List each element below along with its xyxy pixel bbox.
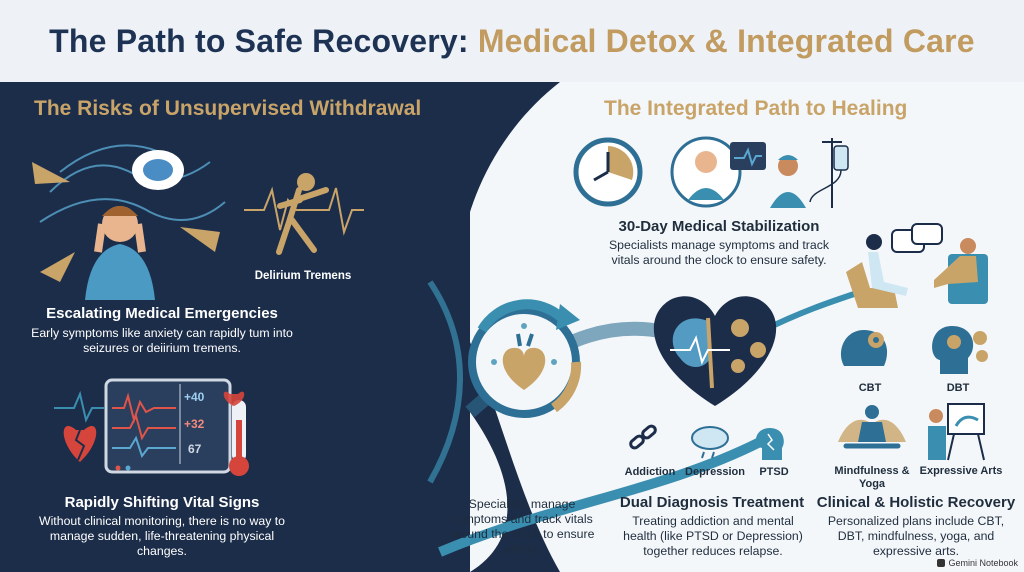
vitals-title: Rapidly Shifting Vital Signs (64, 494, 260, 511)
header-bar: The Path to Safe Recovery: Medical Detox… (0, 0, 1024, 82)
nurse-icon (770, 155, 806, 208)
healing-heading: The Integrated Path to Healing (604, 97, 908, 120)
ptsd-label: PTSD (759, 466, 789, 478)
brain-gear-icon (840, 330, 888, 366)
thermometer-icon (229, 400, 249, 476)
title-main: The Path to Safe Recovery: (49, 22, 469, 59)
cbt-dbt-icons (840, 326, 988, 374)
center-caption: Specialists manage symptoms and track vi… (449, 497, 595, 556)
cbt-label: CBT (858, 382, 882, 394)
meditation-icon (838, 405, 906, 449)
painting-easel-icon (928, 403, 985, 461)
stabilization-title: 30-Day Medical Stabilization (618, 218, 820, 235)
dual-diagnosis-icons (629, 424, 784, 460)
head-gears-icon (932, 326, 988, 374)
risks-panel (0, 82, 470, 572)
therapy-session-illustration (846, 223, 988, 308)
vitals-body: Without clinical monitoring, there is no… (38, 514, 286, 558)
stabilization-body: Specialists manage symptoms and track vi… (608, 238, 830, 267)
iv-drip-icon (809, 138, 849, 208)
brain-cloud-icon (132, 150, 184, 190)
footer-text: Gemini Notebook (948, 558, 1018, 568)
delirium-label: Delirium Tremens (254, 270, 352, 282)
dual-title: Dual Diagnosis Treatment (619, 494, 805, 511)
patient-icon (670, 136, 742, 208)
monitor-value-1: +40 (184, 390, 205, 404)
depression-label: Depression (685, 466, 745, 478)
holistic-title: Clinical & Holistic Recovery (816, 494, 1016, 511)
vitals-screen-icon (730, 142, 766, 170)
emergencies-body: Early symptoms like anxiety can rapidly … (31, 326, 293, 355)
dual-diagnosis-heart-icon (653, 296, 777, 406)
rain-cloud-icon (691, 426, 729, 459)
holistic-body: Personalized plans include CBT, DBT, min… (827, 514, 1005, 558)
addiction-label: Addiction (624, 466, 676, 478)
recovery-cycle-icon (468, 299, 582, 418)
title-accent: Medical Detox & Integrated Care (477, 22, 975, 59)
dual-body: Treating addiction and mental health (li… (623, 514, 803, 558)
broken-chain-icon (629, 424, 657, 450)
stabilization-illustration (573, 136, 849, 208)
vitals-illustration (54, 378, 249, 476)
page-title: The Path to Safe Recovery: Medical Detox… (49, 23, 975, 60)
yoga-arts-icons (838, 403, 985, 461)
notebook-logo-icon (937, 559, 946, 567)
yoga-label: Mindfulness & Yoga (834, 465, 910, 490)
clock-icon (573, 137, 643, 207)
head-profile-icon (755, 428, 784, 460)
delirium-figure-illustration (244, 173, 364, 255)
speech-bubble-icon (891, 223, 943, 253)
heart-monitor-icon (104, 378, 232, 474)
arts-label: Expressive Arts (919, 465, 1003, 477)
emergencies-title: Escalating Medical Emergencies (46, 305, 278, 322)
broken-heart-icon (63, 426, 97, 462)
stressed-person-illustration (32, 144, 226, 300)
monitor-value-2: +32 (184, 417, 205, 431)
heart-organ-icon (502, 333, 546, 390)
risks-heading: The Risks of Unsupervised Withdrawal (34, 97, 422, 120)
monitor-value-3: 67 (188, 442, 202, 456)
dbt-label: DBT (946, 382, 970, 394)
footer-credit: Gemini Notebook (937, 558, 1018, 568)
